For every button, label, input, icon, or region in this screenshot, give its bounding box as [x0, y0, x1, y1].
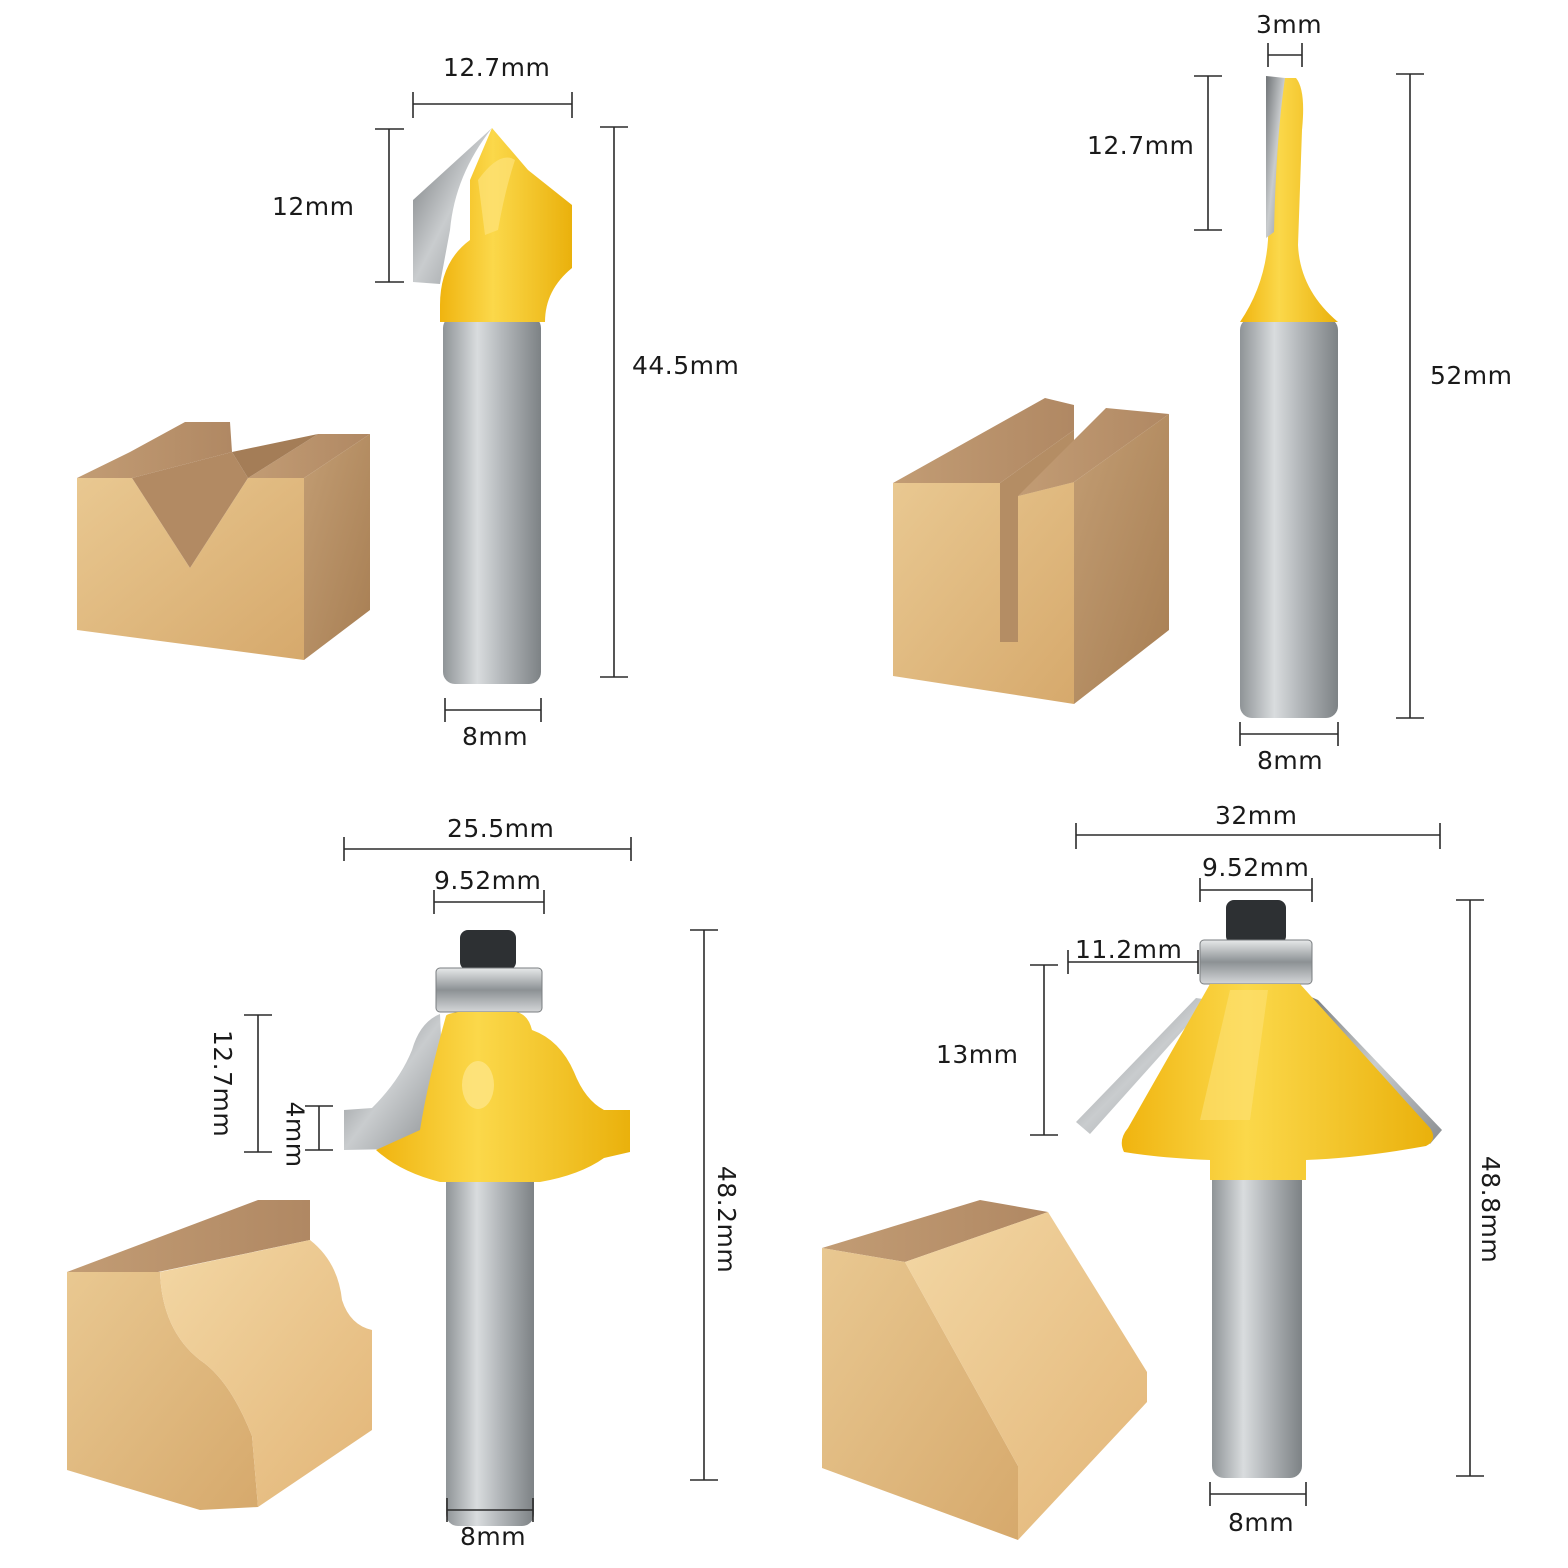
block-top-face	[822, 1200, 1048, 1262]
roman-ogee-bit	[344, 930, 630, 1526]
dim-label-bearing: 9.52mm	[1202, 853, 1310, 882]
carbide-blade	[344, 1014, 446, 1150]
block-top-right	[1018, 408, 1169, 496]
block-front-face	[822, 1248, 1018, 1540]
ogee-wood-block	[67, 1200, 372, 1510]
ogee-dimension-lines	[244, 837, 718, 1522]
dim-label-overall-length: 48.8mm	[1476, 1155, 1506, 1264]
chamfer-wood-block	[822, 1200, 1147, 1540]
dim-label-overall-length: 48.2mm	[712, 1165, 742, 1274]
bearing-bolt	[1226, 900, 1286, 944]
dim-label-shank: 8mm	[1257, 746, 1324, 775]
straight-dimension-lines	[1194, 43, 1424, 746]
dim-label-overall-length: 44.5mm	[632, 351, 740, 380]
block-top-left	[893, 398, 1074, 483]
block-front-left	[893, 482, 1074, 704]
yellow-body	[440, 128, 572, 322]
block-side-face	[304, 434, 370, 660]
block-bevel-face	[905, 1212, 1147, 1540]
shank	[446, 1160, 534, 1526]
dim-label-overall-length: 52mm	[1430, 361, 1513, 390]
carbide-blade	[1266, 76, 1285, 238]
chamfer-dimension-lines	[1030, 823, 1484, 1506]
v-groove-wood-block	[77, 422, 370, 660]
carbide-blade	[413, 128, 492, 284]
block-groove-shadow	[232, 434, 318, 478]
dim-label-shank: 8mm	[1228, 1508, 1295, 1537]
block-top-right	[248, 434, 370, 478]
shank	[1240, 318, 1338, 718]
bearing	[435, 967, 543, 1013]
carbide-blade-left	[1076, 998, 1210, 1134]
body-highlight	[1200, 990, 1268, 1120]
dim-label-shank: 8mm	[460, 1522, 527, 1551]
block-groove-face	[132, 452, 248, 568]
shank	[443, 316, 541, 684]
yellow-body	[1240, 78, 1338, 322]
straight-wood-block	[893, 398, 1169, 704]
dim-label-cut-height: 12.7mm	[208, 1029, 238, 1138]
block-top-left	[77, 422, 232, 478]
block-front-face	[67, 1272, 258, 1510]
body-highlight	[462, 1061, 494, 1109]
dim-label-overall-width: 32mm	[1215, 801, 1298, 830]
dim-label-cut-height: 12.7mm	[1087, 131, 1195, 160]
dim-label-side: 11.2mm	[1075, 935, 1183, 964]
dim-label-cut-height: 13mm	[936, 1040, 1019, 1069]
bearing-bolt	[460, 930, 516, 970]
shank	[1212, 1160, 1302, 1478]
dim-label-step: 4mm	[280, 1101, 310, 1168]
yellow-body	[376, 1012, 630, 1182]
flute-highlight	[478, 157, 515, 235]
dim-label-cut-width: 12.7mm	[443, 53, 551, 82]
yellow-body	[1121, 984, 1434, 1180]
straight-bit	[1240, 76, 1338, 718]
block-side-face	[1074, 414, 1169, 704]
v-groove-bit	[413, 128, 572, 684]
block-front-face	[77, 478, 304, 660]
chamfer-bit	[1076, 900, 1442, 1478]
v-groove-dimension-lines	[375, 92, 628, 722]
block-profile-face	[160, 1240, 372, 1507]
dim-label-cut-width: 3mm	[1256, 10, 1323, 39]
dim-label-bearing: 9.52mm	[434, 866, 542, 895]
block-top-face	[67, 1200, 310, 1272]
bearing	[1199, 939, 1313, 985]
dim-label-overall-width: 25.5mm	[447, 814, 555, 843]
dim-label-cut-height: 12mm	[272, 192, 355, 221]
dim-label-shank: 8mm	[462, 722, 529, 751]
